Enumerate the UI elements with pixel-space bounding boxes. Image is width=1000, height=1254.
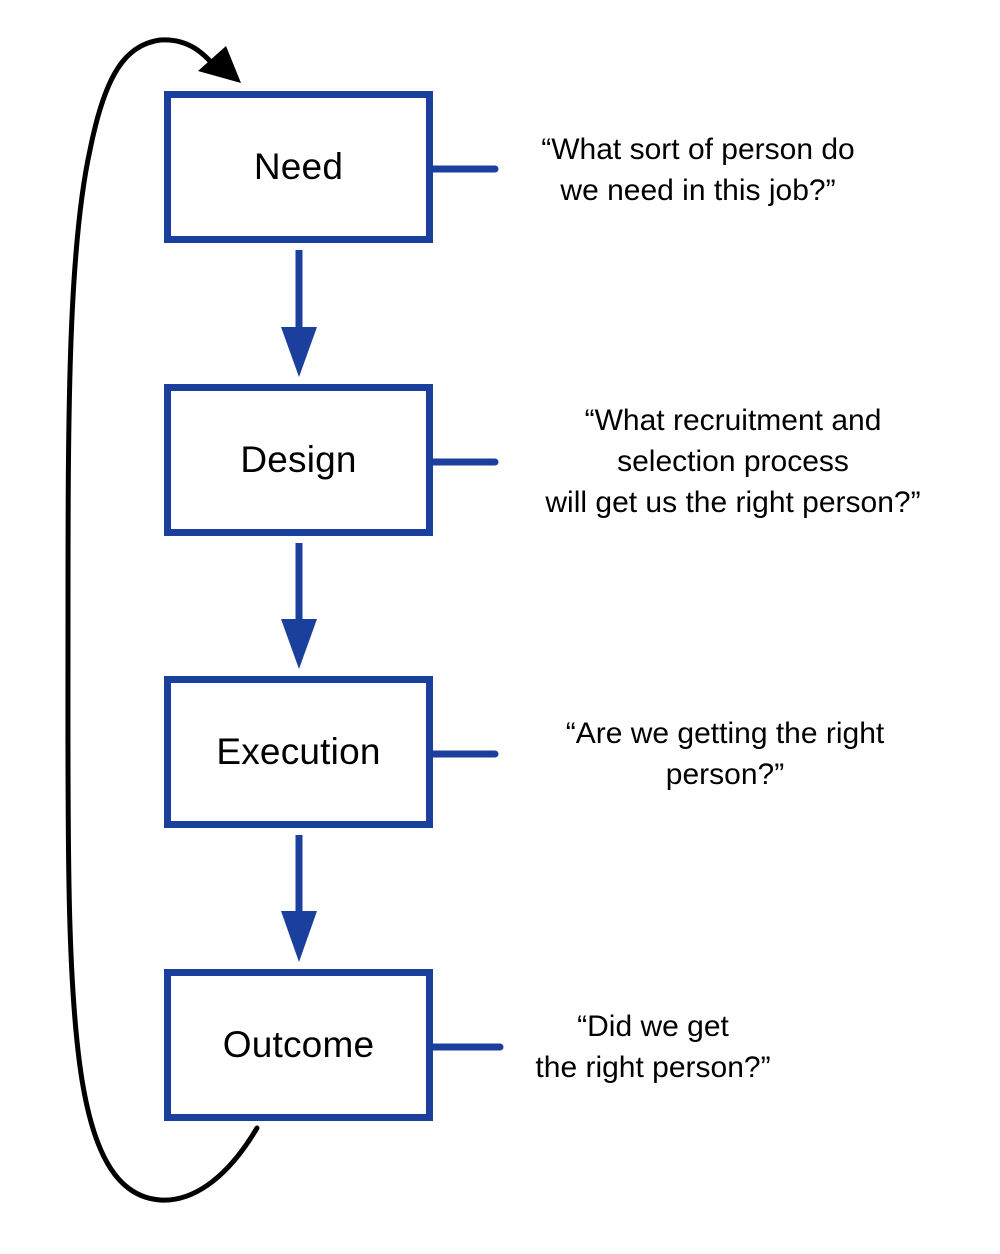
step-label-need: Need [253,146,344,187]
question-execution: “Are we getting the right person?” [530,713,920,795]
arrow-execution-to-outcome-head [281,911,317,962]
step-label-outcome: Outcome [222,1024,375,1065]
question-design: “What recruitment and selection process … [508,400,958,523]
step-box-design: Design [164,384,433,536]
arrow-design-to-execution-head [281,619,317,669]
question-outcome: “Did we get the right person?” [508,1006,798,1088]
step-box-outcome: Outcome [164,969,433,1121]
question-need-line-2: we need in this job?” [560,174,836,207]
question-design-line-2: selection process [617,445,849,478]
question-design-line-1: “What recruitment and [584,404,882,437]
question-outcome-line-1: “Did we get [577,1010,729,1043]
feedback-loop-arrow [65,37,260,1203]
question-execution-line-1: “Are we getting the right [565,717,885,750]
step-box-need: Need [164,91,433,243]
question-need: “What sort of person do we need in this … [508,129,888,211]
step-label-design: Design [240,439,357,480]
feedback-loop-arrowhead [198,46,241,83]
step-label-execution: Execution [216,731,381,772]
question-outcome-line-2: the right person?” [535,1051,771,1084]
arrow-need-to-design-head [281,327,317,377]
question-execution-line-2: person?” [665,758,785,791]
question-design-line-3: will get us the right person?” [545,486,921,519]
question-need-line-1: “What sort of person do [541,133,855,166]
step-box-execution: Execution [164,676,433,828]
